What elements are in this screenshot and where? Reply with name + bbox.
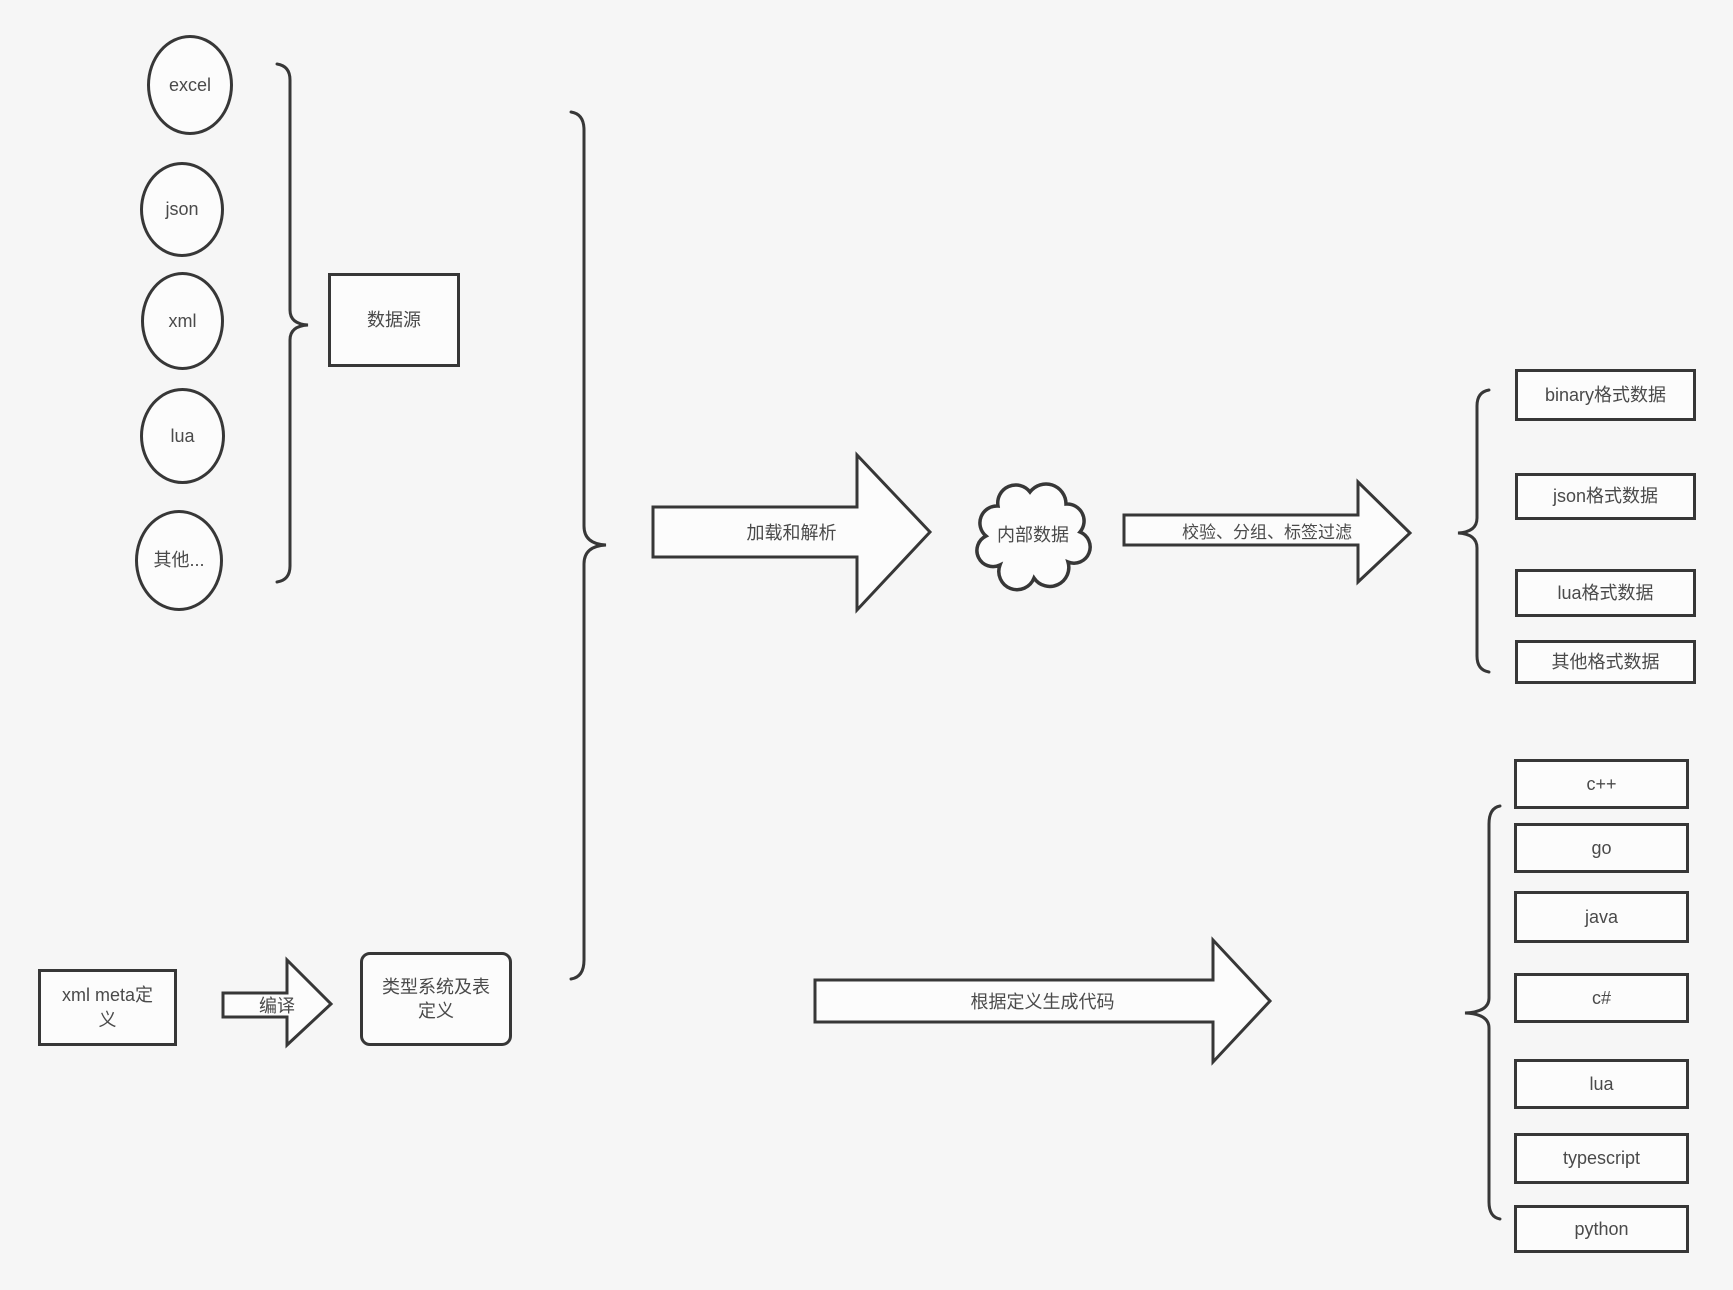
type-system-label: 类型系统及表定义 — [382, 976, 490, 1021]
sources-brace — [275, 62, 309, 584]
language-box-lua: lua — [1514, 1059, 1689, 1109]
datasource-box: 数据源 — [328, 273, 460, 367]
format-label: 其他格式数据 — [1551, 651, 1660, 672]
source-ellipse-other: 其他... — [135, 510, 223, 611]
format-label: lua格式数据 — [1557, 582, 1654, 603]
source-ellipse-excel: excel — [147, 35, 233, 135]
language-label: c# — [1591, 987, 1611, 1008]
load-parse-arrow-label: 加载和解析 — [746, 523, 837, 543]
language-box-python: python — [1514, 1205, 1689, 1253]
compile-arrow — [221, 956, 334, 1049]
language-label: java — [1584, 906, 1619, 927]
left-column-brace — [569, 110, 607, 981]
format-label: json格式数据 — [1552, 486, 1659, 507]
format-box-binary: binary格式数据 — [1515, 369, 1696, 421]
type-system-box: 类型系统及表定义 — [360, 952, 512, 1046]
filter-arrow-label: 校验、分组、标签过滤 — [1182, 522, 1352, 542]
source-label: excel — [168, 74, 212, 95]
internal-data-label: 内部数据 — [997, 525, 1069, 545]
language-box-typescript: typescript — [1514, 1133, 1689, 1184]
compile-arrow-label: 编译 — [259, 996, 295, 1016]
datasource-label: 数据源 — [367, 309, 421, 330]
filter-arrow — [1122, 478, 1413, 586]
xml-meta-label: xml meta定义 — [61, 985, 153, 1030]
language-label: go — [1591, 837, 1612, 858]
codegen-arrow-label: 根据定义生成代码 — [970, 992, 1115, 1012]
source-label: xml — [168, 310, 197, 331]
language-label: python — [1574, 1218, 1629, 1239]
format-label: binary格式数据 — [1544, 384, 1667, 405]
languages-brace — [1464, 804, 1502, 1221]
xml-meta-box: xml meta定义 — [38, 969, 177, 1046]
codegen-arrow — [813, 936, 1273, 1066]
language-label: typescript — [1562, 1148, 1641, 1169]
language-box-cpp: c++ — [1514, 759, 1689, 809]
language-box-go: go — [1514, 823, 1689, 873]
language-box-java: java — [1514, 891, 1689, 943]
source-label: 其他... — [153, 550, 205, 571]
format-box-json: json格式数据 — [1515, 473, 1696, 520]
load-parse-arrow — [651, 451, 933, 614]
source-ellipse-lua: lua — [140, 388, 225, 484]
source-ellipse-json: json — [140, 162, 224, 257]
source-label: json — [165, 199, 199, 220]
internal-data-cloud — [975, 482, 1092, 592]
source-label: lua — [170, 425, 195, 446]
format-box-lua: lua格式数据 — [1515, 569, 1696, 617]
language-box-csharp: c# — [1514, 973, 1689, 1023]
language-label: lua — [1589, 1073, 1614, 1094]
format-box-other: 其他格式数据 — [1515, 640, 1696, 684]
language-label: c++ — [1586, 773, 1617, 794]
formats-brace — [1457, 388, 1491, 674]
source-ellipse-xml: xml — [141, 272, 224, 370]
